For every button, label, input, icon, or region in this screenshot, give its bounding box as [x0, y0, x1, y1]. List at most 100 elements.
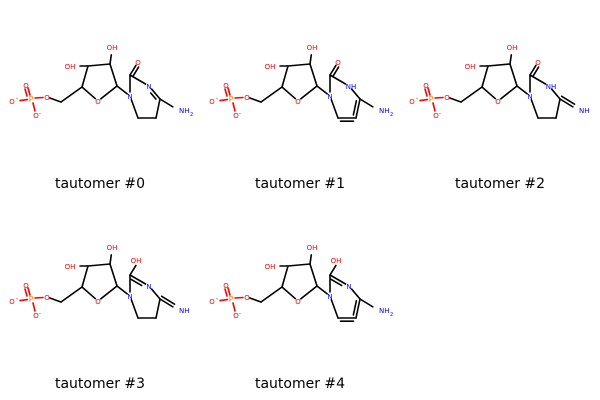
ring-n1-label: N [327, 93, 332, 101]
phosphate-double-o-label: O [223, 82, 229, 90]
charge-label-2: - [239, 310, 241, 317]
p-o-double-bond-second-line [224, 288, 228, 297]
c4-imine-bond-second-line [160, 295, 176, 305]
phosphorus-label: P [29, 95, 34, 104]
hydroxyl-label-2: OH [107, 44, 118, 52]
c2-c1-bond [309, 263, 318, 287]
amino-label: NH [179, 107, 190, 115]
c4-imine-bond [559, 98, 574, 108]
c4-c5-bond-second-line [352, 299, 358, 316]
glycosidic-bond [116, 285, 129, 295]
p-o-minus-bond [19, 98, 29, 102]
c4-c3-bond [81, 265, 89, 288]
phosphate-anion-o-label: O [209, 98, 215, 106]
ring-n1-label: N [127, 293, 132, 301]
ester-c5-bond [249, 97, 262, 103]
phosphate-double-o-label: O [23, 282, 29, 290]
carbonyl-bond [129, 64, 137, 76]
hydroxyl-label-2: OH [307, 44, 318, 52]
p-o-double-bond [27, 87, 31, 96]
p-o-double-bond [27, 287, 31, 296]
ring-oxygen-label: O [295, 298, 301, 306]
n3-c4-bond [150, 288, 161, 300]
p-o-double-bond [427, 87, 431, 96]
charge-label-2: - [439, 110, 441, 117]
p-o-ester-bond [234, 96, 244, 99]
ring-n1-label: N [127, 93, 132, 101]
n3-c4-bond [350, 88, 361, 100]
ring-n3-label: NH [346, 83, 357, 91]
c1-ring-o-bond [299, 285, 318, 300]
c1-ring-o-bond [499, 85, 518, 100]
p-o-minus-bond-2 [32, 102, 36, 112]
c2-oh-bond [509, 54, 513, 65]
c3-c2-bond [287, 263, 311, 267]
ester-oxygen-label: O [244, 294, 250, 302]
tautomer-caption-1: tautomer #1 [254, 176, 346, 192]
p-o-double-bond-second-line [424, 88, 428, 97]
charge-label-2: - [39, 310, 41, 317]
c6-n1-bond [330, 298, 339, 319]
c4-c5-bond-second-line [352, 99, 358, 116]
p-o-minus-bond-2 [32, 302, 36, 312]
p-o-minus-bond-2 [232, 302, 236, 312]
c2-oh-bond [309, 254, 313, 265]
phosphate-anion-o-label-2: O [33, 112, 39, 120]
phosphate-anion-o-label-2: O [233, 312, 239, 320]
c4-amino-bond [159, 98, 174, 108]
phosphorus-label: P [29, 295, 34, 304]
tautomer-caption-4: tautomer #4 [254, 376, 346, 392]
c1-ring-o-bond [299, 85, 318, 100]
amino-label: NH [379, 107, 390, 115]
ring-o-c4-bond [481, 86, 497, 100]
c2-oh-bond [309, 54, 313, 65]
c4-c5-bond [155, 98, 161, 119]
ring-o-c4-bond [281, 86, 297, 100]
p-o-ester-bond [234, 296, 244, 299]
ring-oxygen-label: O [295, 98, 301, 106]
c2-c1-bond [509, 63, 518, 87]
p-o-ester-bond [434, 96, 444, 99]
c5-c4-bond [60, 86, 83, 103]
phosphate-anion-o-label: O [409, 98, 415, 106]
n3-c4-bond [350, 288, 361, 300]
ester-oxygen-label: O [44, 94, 50, 102]
ester-c5-bond [49, 97, 62, 103]
ring-n3-label: N [146, 283, 151, 291]
hydroxyl-label-2: OH [307, 244, 318, 252]
ester-c5-bond [49, 297, 62, 303]
phosphate-double-o-label: O [223, 282, 229, 290]
phosphate-anion-o-label: O [9, 98, 15, 106]
carbonyl-bond-second-line [131, 66, 140, 78]
ring-o-c4-bond [81, 286, 97, 300]
charge-label: - [16, 95, 18, 102]
glycosidic-bond [316, 85, 329, 95]
c4-c5-bond [155, 298, 161, 319]
phosphorus-label: P [429, 95, 434, 104]
c2-c1-bond [109, 63, 118, 87]
c4-c3-bond [281, 65, 289, 88]
c6-n1-bond [130, 98, 139, 119]
phosphate-anion-o-label-2: O [433, 112, 439, 120]
c2-n3-bond [329, 274, 347, 285]
n3-c4-bond-second-line [149, 92, 157, 100]
c4-imine-bond-second-line [560, 95, 576, 105]
charge-label: - [16, 295, 18, 302]
ring-oxygen-label: O [95, 98, 101, 106]
p-o-double-bond [227, 287, 231, 296]
carbonyl-oxygen-label: O [335, 59, 341, 67]
p-o-minus-bond [219, 298, 229, 302]
ester-oxygen-label: O [44, 294, 50, 302]
glycosidic-bond [516, 85, 529, 95]
charge-label: - [416, 95, 418, 102]
ring-oxygen-label: O [95, 298, 101, 306]
carbonyl-bond-second-line [531, 66, 540, 78]
charge-label: - [216, 95, 218, 102]
glycosidic-bond [116, 85, 129, 95]
carbonyl-oxygen-label: O [535, 59, 541, 67]
